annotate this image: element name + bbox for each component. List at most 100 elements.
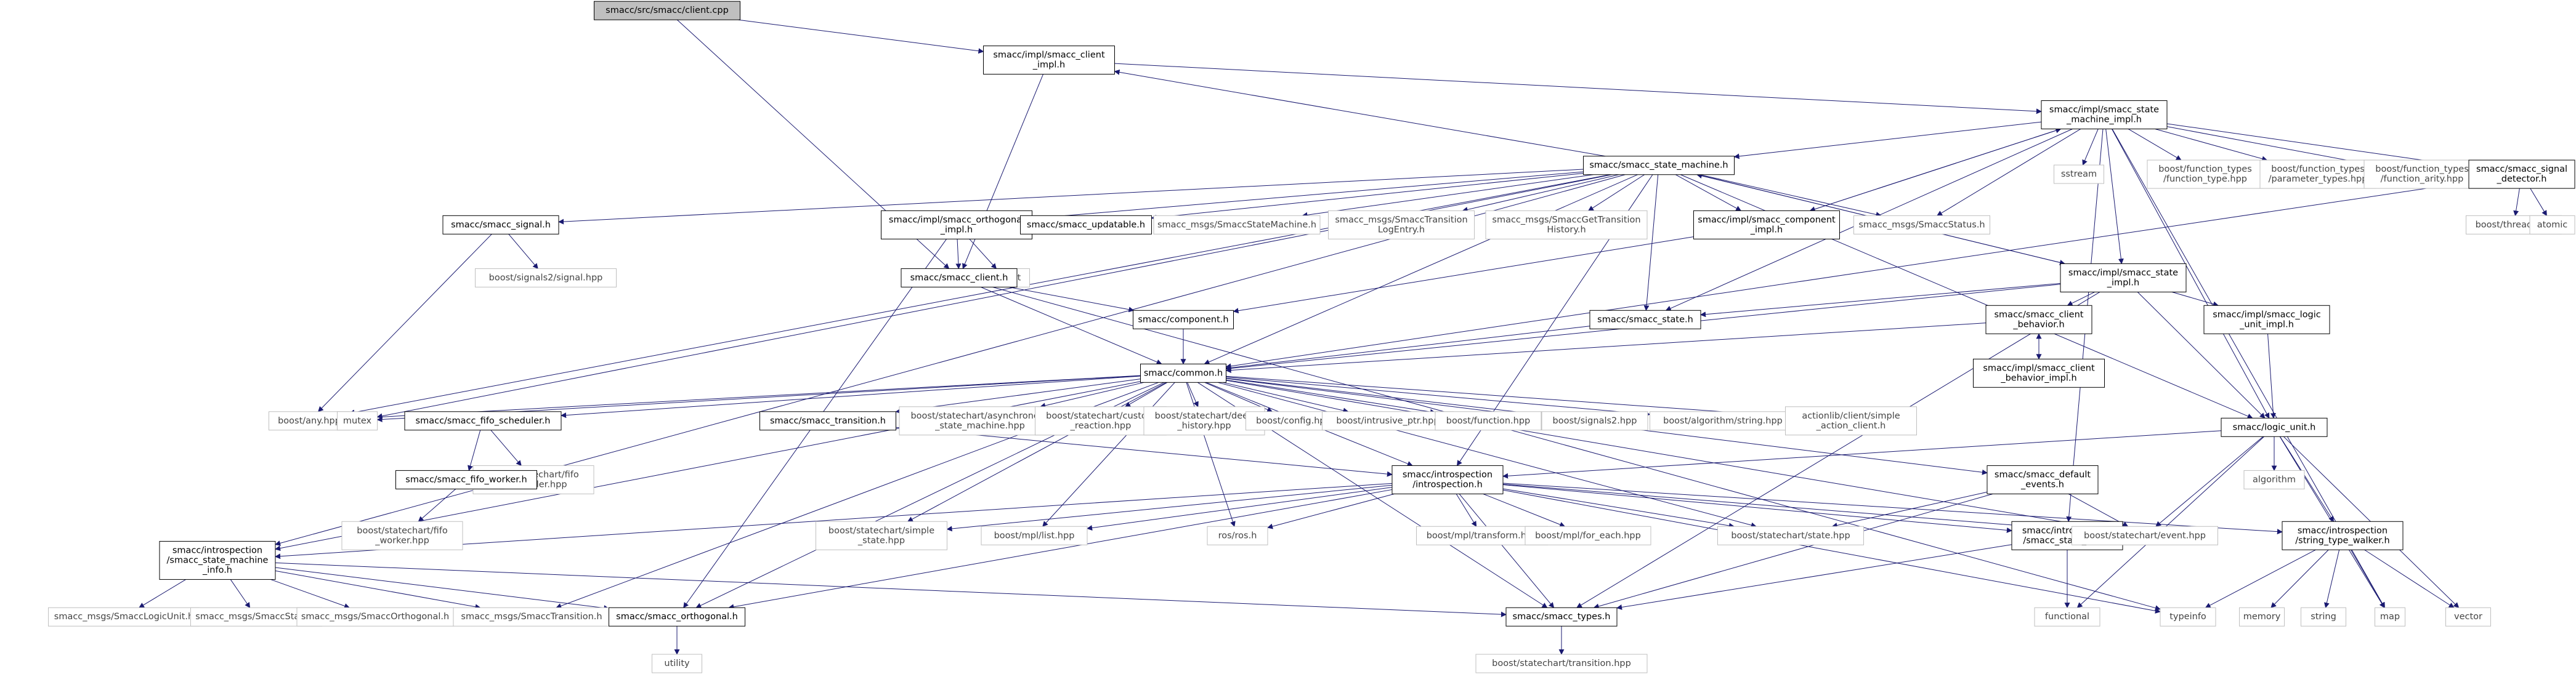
graph-node-utility: utility (652, 654, 702, 673)
node-box (1541, 411, 1648, 431)
dependency-edge-n03-n06 (1151, 172, 1584, 220)
graph-node-smacc-introspection-introspection-h[interactable]: smacc/introspection/introspection.h (1391, 465, 1504, 494)
dependency-edge-n28-n34 (1125, 382, 1168, 407)
dependency-edge-n45-n50 (946, 484, 1393, 532)
dependency-edge-n03-n08 (1462, 174, 1619, 212)
dependency-edge-n58-n70 (2364, 549, 2455, 608)
dependency-edge-n46-n64 (1593, 493, 1993, 609)
graph-node-smacc-smacc-types-h[interactable]: smacc/smacc_types.h (1505, 607, 1618, 627)
node-label: boost/function.hpp (1446, 416, 1531, 426)
node-box (1589, 310, 1701, 329)
node-box (1853, 215, 1990, 235)
node-label: smacc/smacc_orthogonal.h (616, 612, 738, 622)
node-box (2445, 607, 2491, 627)
graph-node-smacc-logic-unit-h[interactable]: smacc/logic_unit.h (2221, 417, 2328, 437)
dependency-edge-n49-n62 (275, 570, 481, 610)
node-label: boost/statechart/state.hpp (1731, 531, 1850, 540)
graph-node-smacc-smacc-updatable-h[interactable]: smacc/smacc_updatable.h (1020, 215, 1152, 235)
dependency-edge-n03-n04 (558, 169, 1584, 225)
graph-node-boost-intrusive-ptr-hpp: boost/intrusive_ptr.hpp (1322, 411, 1454, 431)
dependency-edge-n42-n45 (1502, 430, 2222, 479)
dependency-edge-n28-n37 (1223, 382, 1349, 414)
graph-node-smacc-impl-smacc-state-impl-h[interactable]: smacc/impl/smacc_state_impl.h (2060, 263, 2187, 292)
node-label: boost/function_types (2158, 164, 2252, 174)
dependency-edge-n25-n28 (1225, 323, 1987, 373)
node-box (2147, 159, 2264, 189)
node-box (1475, 654, 1648, 673)
header-nodes: smacc/src/smacc/client.cpp smacc/impl/sma… (48, 1, 2575, 673)
graph-node-smacc-smacc-state-h[interactable]: smacc/smacc_state.h (1589, 310, 1701, 329)
graph-node-smacc-smacc-fifo-worker-h[interactable]: smacc/smacc_fifo_worker.h (395, 470, 537, 489)
graph-node-smacc-common-h[interactable]: smacc/common.h (1140, 363, 1226, 383)
dependency-edge-n28-n38 (1226, 379, 1436, 415)
node-label: boost/intrusive_ptr.hpp (1336, 416, 1439, 426)
dependency-edge-n46-n55 (1831, 491, 1988, 528)
node-box (404, 411, 562, 431)
node-label: smacc_msgs/SmaccTransition (1335, 215, 1467, 225)
graph-node-smacc-smacc-transition-h[interactable]: smacc/smacc_transition.h (759, 411, 896, 431)
node-label: smacc_msgs/SmaccStatus.h (1858, 220, 1985, 230)
dependency-edge-n58-n66 (2205, 549, 2316, 608)
dependency-edge-n28-n55 (1217, 382, 1757, 528)
dependency-edge-n03-n28 (1204, 174, 1638, 365)
node-box (1328, 210, 1475, 239)
graph-node-smacc-smacc-signal-detector-h[interactable]: smacc/smacc_signal_detector.h (2468, 159, 2575, 189)
graph-node-smacc-smacc-state-machine-h[interactable]: smacc/smacc_state_machine.h (1583, 156, 1735, 175)
graph-node-smacc-msgs-smacclogicunit-h: smacc_msgs/SmaccLogicUnit.h (48, 607, 200, 627)
graph-node-smacc-impl-smacc-client-impl-h[interactable]: smacc/impl/smacc_client_impl.h (983, 46, 1115, 75)
node-label: _history.hpp (1177, 421, 1231, 431)
graph-node-algorithm: algorithm (2243, 470, 2305, 489)
node-label: _impl.h (940, 225, 973, 235)
node-label: smacc/impl/smacc_client (993, 50, 1105, 60)
dependency-edge-n31-n44 (468, 430, 481, 471)
node-label: _info.h (202, 565, 232, 575)
graph-node-smacc-src-smacc-client-cpp[interactable]: smacc/src/smacc/client.cpp (594, 1, 740, 20)
graph-node-smacc-impl-smacc-client-behavior-impl-h[interactable]: smacc/impl/smacc_client_behavior_impl.h (1973, 358, 2105, 388)
dependency-edge-n49-n64 (275, 562, 1507, 617)
graph-node-smacc-msgs-smaccstatemachine-h: smacc_msgs/SmaccStateMachine.h (1153, 215, 1321, 235)
graph-node-smacc-impl-smacc-state-machine-impl-h[interactable]: smacc/impl/smacc_state_machine_impl.h (2041, 100, 2168, 129)
node-box (1391, 465, 1504, 494)
graph-node-functional: functional (2034, 607, 2100, 627)
node-label: smacc/smacc_signal.h (451, 220, 551, 230)
graph-node-smacc-component-h[interactable]: smacc/component.h (1133, 310, 1234, 329)
graph-node-boost-signals2-signal-hpp: boost/signals2/signal.hpp (475, 268, 617, 287)
node-label: boost/statechart/fifo (357, 526, 448, 536)
node-label: boost/statechart/simple (828, 526, 934, 536)
dependency-edge-n31-n43 (490, 430, 522, 467)
dependency-edge-n18-n23 (1008, 286, 1135, 313)
node-box (1525, 526, 1651, 545)
node-label: _impl.h (1750, 225, 1783, 235)
node-box (1717, 526, 1864, 545)
graph-node-smacc-impl-smacc-orthogonal-impl-h[interactable]: smacc/impl/smacc_orthogonal_impl.h (881, 210, 1032, 239)
node-label: smacc_msgs/SmaccStateMachine.h (1157, 220, 1316, 230)
node-label: /parameter_types.hpp (2269, 174, 2368, 184)
node-box (1985, 305, 2092, 334)
node-box (881, 210, 1032, 239)
node-label: boost/signals2.hpp (1553, 416, 1637, 426)
node-label: _impl.h (2107, 278, 2139, 287)
graph-node-smacc-smacc-orthogonal-h[interactable]: smacc/smacc_orthogonal.h (609, 607, 745, 627)
graph-node-smacc-smacc-client-behavior-h[interactable]: smacc/smacc_client_behavior.h (1985, 305, 2092, 334)
dependency-edge-n28-n40 (1226, 376, 1651, 417)
graph-node-smacc-smacc-client-h[interactable]: smacc/smacc_client.h (901, 268, 1018, 287)
node-label: /introspection.h (1412, 479, 1483, 489)
node-box (2060, 263, 2187, 292)
dependency-edge-n42-n57 (2155, 436, 2264, 527)
graph-node-smacc-smacc-default-events-h[interactable]: smacc/smacc_default_events.h (1987, 465, 2099, 494)
graph-node-smacc-smacc-fifo-scheduler-h[interactable]: smacc/smacc_fifo_scheduler.h (404, 411, 562, 431)
graph-node-smacc-impl-smacc-logic-unit-impl-h[interactable]: smacc/impl/smacc_logic_unit_impl.h (2203, 305, 2330, 334)
node-label: smacc/introspection (2298, 526, 2388, 536)
node-box (453, 607, 610, 627)
node-label: boost/mpl/list.hpp (994, 531, 1075, 540)
node-label: smacc/impl/smacc_state (2049, 105, 2159, 114)
graph-node-smacc-introspection-string-type-walker-h[interactable]: smacc/introspection/string_type_walker.h (2282, 521, 2404, 550)
dependency-edge-n02-n14 (2166, 126, 2365, 166)
node-label: mutex (343, 416, 372, 426)
node-box (159, 540, 276, 580)
node-box (1140, 363, 1226, 383)
graph-node-smacc-smacc-signal-h[interactable]: smacc/smacc_signal.h (442, 215, 559, 235)
graph-node-smacc-introspection-smacc-state-machine-info-h[interactable]: smacc/introspection/smacc_state_machine_… (159, 540, 276, 580)
node-box (652, 654, 702, 673)
graph-node-smacc-impl-smacc-component-impl-h[interactable]: smacc/impl/smacc_component_impl.h (1693, 210, 1840, 239)
